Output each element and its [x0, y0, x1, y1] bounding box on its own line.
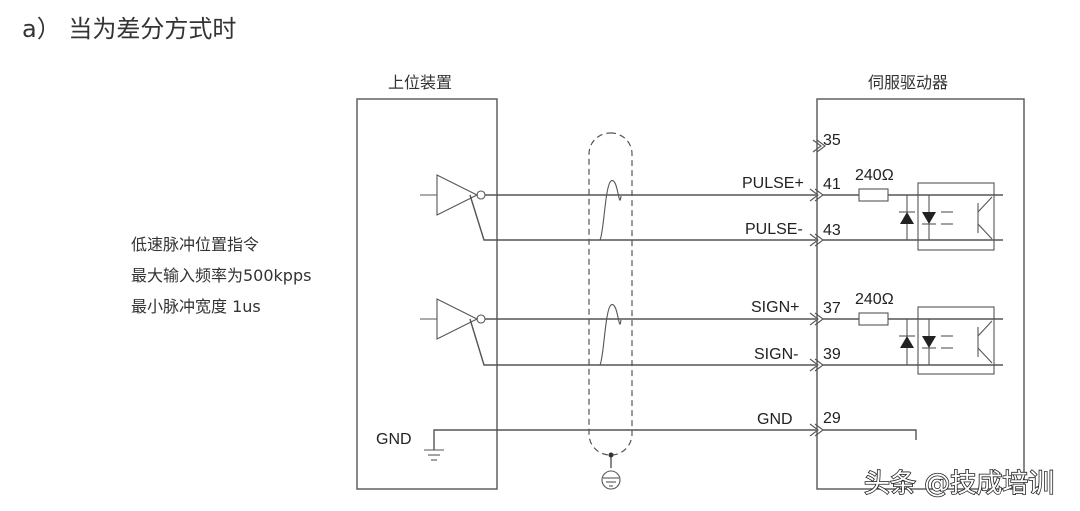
- resistor-pulse-value: 240Ω: [855, 167, 894, 184]
- gnd-left-label: GND: [376, 431, 412, 448]
- optocoupler-sign-box: [917, 306, 995, 375]
- pin-35: 35: [823, 132, 841, 149]
- shielded-cable: [588, 132, 633, 468]
- heading: a） 当为差分方式时: [22, 15, 236, 43]
- spec-line-3: 最小脉冲宽度 1us: [131, 297, 261, 316]
- line-driver-sign: [420, 298, 816, 366]
- led-icon: [922, 336, 936, 348]
- earth-ground-icon: [601, 470, 621, 490]
- host-device-box: [356, 98, 498, 490]
- pin-41: 41: [823, 176, 841, 193]
- label-gnd-right: GND: [757, 411, 793, 428]
- label-pulse-plus: PULSE+: [742, 175, 804, 192]
- resistor-pulse: [858, 188, 889, 202]
- optocoupler-pulse-box: [917, 182, 995, 251]
- label-sign-plus: SIGN+: [751, 299, 799, 316]
- ground-icon: [424, 449, 444, 461]
- label-pulse-minus: PULSE-: [745, 221, 803, 238]
- line-driver-pulse: [420, 174, 816, 241]
- label-sign-minus: SIGN-: [754, 346, 798, 363]
- diode-icon: [900, 212, 914, 224]
- servo-drive-box: [816, 98, 1025, 490]
- host-device-title: 上位装置: [388, 73, 452, 92]
- pin-37: 37: [823, 300, 841, 317]
- servo-drive-title: 伺服驱动器: [868, 73, 948, 92]
- gnd-internal-wire: [823, 429, 917, 440]
- led-icon: [922, 212, 936, 224]
- watermark: 头条 @技成培训: [864, 469, 1054, 499]
- optocoupler-sign-circuit: [823, 306, 1003, 375]
- pin-43: 43: [823, 222, 841, 239]
- resistor-sign: [858, 312, 889, 326]
- pin-29: 29: [823, 410, 841, 427]
- resistor-sign-value: 240Ω: [855, 291, 894, 308]
- diode-icon: [900, 336, 914, 348]
- optocoupler-pulse-circuit: [823, 182, 1003, 251]
- spec-line-1: 低速脉冲位置指令: [131, 235, 259, 254]
- spec-line-2: 最大输入频率为500kpps: [131, 266, 311, 285]
- pin-39: 39: [823, 346, 841, 363]
- gnd-wire: [433, 429, 816, 450]
